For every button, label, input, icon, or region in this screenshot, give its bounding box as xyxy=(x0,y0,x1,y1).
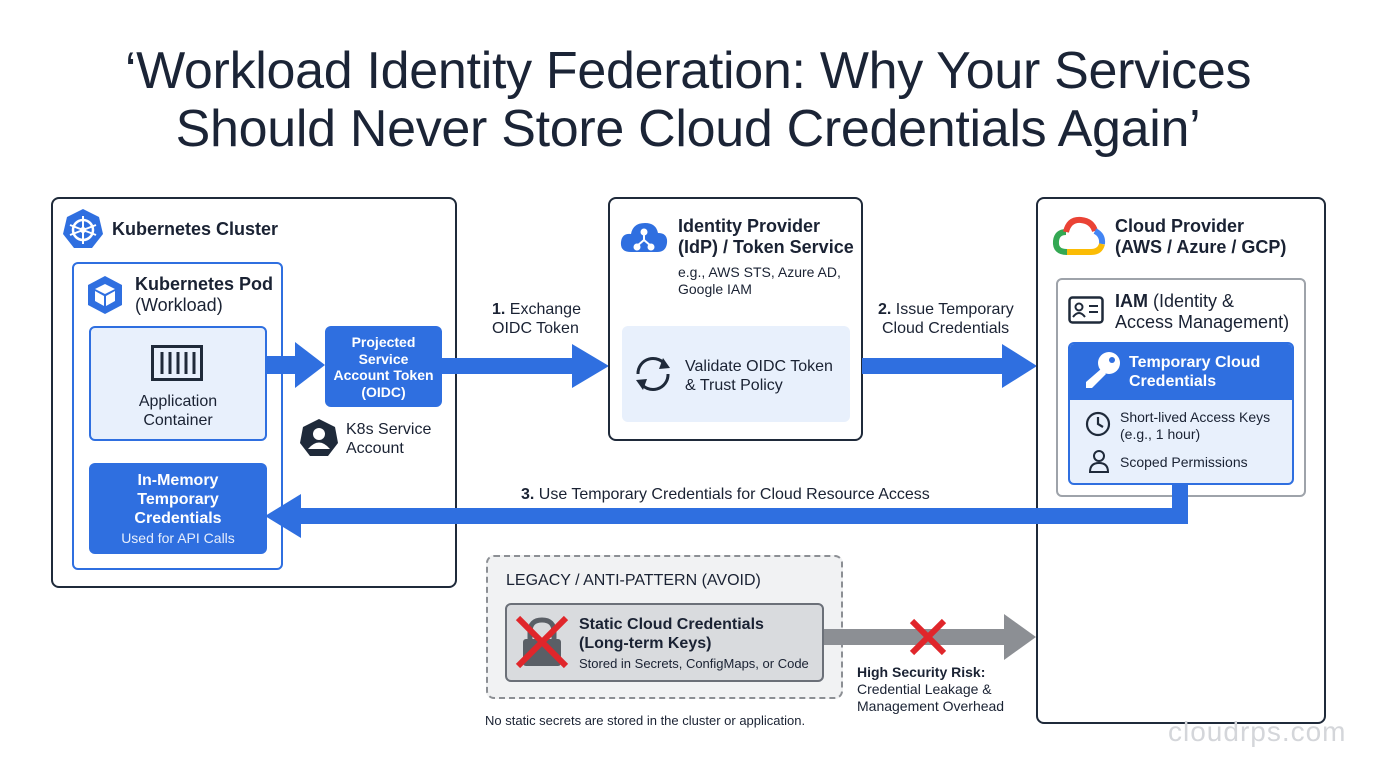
idp-examples: e.g., AWS STS, Azure AD, Google IAM xyxy=(678,264,841,298)
scoped-permissions: Scoped Permissions xyxy=(1120,454,1248,470)
title-line-1: ‘Workload Identity Federation: Why Your … xyxy=(124,42,1252,100)
temp-cred-line-2: Credentials xyxy=(1129,373,1217,390)
short-lived-keys: Short-lived Access Keys (e.g., 1 hour) xyxy=(1120,409,1270,443)
footnote: No static secrets are stored in the clus… xyxy=(485,713,806,728)
application-container-box[interactable] xyxy=(89,326,267,441)
app-label-line-2: Container xyxy=(143,412,213,429)
legacy-title: LEGACY / ANTI-PATTERN (AVOID) xyxy=(506,572,761,589)
token-line-4: (OIDC) xyxy=(361,383,406,400)
iam-label: IAM (Identity & Access Management) xyxy=(1115,291,1289,333)
user-icon xyxy=(1088,450,1110,473)
static-cred-title: Static Cloud Credentials (Long-term Keys… xyxy=(579,615,764,653)
step-1-label: 1. Exchange OIDC Token xyxy=(492,300,581,338)
validate-token-box[interactable] xyxy=(622,326,850,422)
title-line-2: Should Never Store Cloud Credentials Aga… xyxy=(175,100,1201,158)
idp-title: Identity Provider (IdP) / Token Service xyxy=(678,216,854,258)
watermark: cloudrps.com xyxy=(1168,716,1347,747)
pod-cube-icon xyxy=(88,276,122,314)
temp-cred-line-1: Temporary Cloud xyxy=(1129,354,1261,371)
application-container-label: Application Container xyxy=(89,392,267,430)
arrow-issue-credentials xyxy=(862,344,1037,388)
step-2-line-1: Issue Temporary xyxy=(895,301,1014,318)
mem-line-3: Credentials xyxy=(134,510,222,527)
sa-line-2: Account xyxy=(346,440,404,457)
static-line-1: Static Cloud Credentials xyxy=(579,616,764,633)
mem-line-2: Temporary xyxy=(137,491,219,508)
validate-label: Validate OIDC Token & Trust Policy xyxy=(685,357,833,395)
id-card-icon xyxy=(1068,296,1104,324)
step-2-line-2: Cloud Credentials xyxy=(882,320,1010,337)
cloud-title-line-2: (AWS / Azure / GCP) xyxy=(1115,237,1287,257)
step-1-line-1: Exchange xyxy=(509,301,581,318)
short-line-2: (e.g., 1 hour) xyxy=(1120,426,1201,442)
token-line-2: Service xyxy=(358,350,409,367)
clock-icon xyxy=(1085,411,1111,437)
arrow-exchange-oidc xyxy=(442,344,609,388)
validate-line-1: Validate OIDC Token xyxy=(685,358,833,375)
kubernetes-icon xyxy=(63,209,103,248)
risk-line-2: Credential Leakage & xyxy=(857,681,992,697)
static-line-2: (Long-term Keys) xyxy=(579,635,712,652)
idp-examples-line-2: Google IAM xyxy=(678,281,752,297)
google-cloud-icon xyxy=(1052,216,1106,255)
service-account-label: K8s Service Account xyxy=(346,420,431,458)
mem-line-1: In-Memory xyxy=(137,472,219,489)
projected-token-box[interactable]: Projected Service Account Token (OIDC) xyxy=(325,326,442,407)
temp-cred-title: Temporary Cloud Credentials xyxy=(1129,353,1260,391)
arrow-legacy-blocked xyxy=(824,614,1036,660)
step-3-number: 3. xyxy=(521,486,535,503)
idp-examples-line-1: e.g., AWS STS, Azure AD, xyxy=(678,264,841,280)
mem-subtext: Used for API Calls xyxy=(121,530,235,546)
risk-title: High Security Risk: xyxy=(857,664,986,680)
pod-title: Kubernetes Pod xyxy=(135,274,274,294)
static-cred-sub: Stored in Secrets, ConfigMaps, or Code xyxy=(579,656,809,671)
crossed-lock-icon xyxy=(515,615,569,669)
service-account-icon xyxy=(300,419,338,456)
refresh-icon xyxy=(636,356,670,392)
key-icon xyxy=(1086,352,1120,388)
risk-label: High Security Risk: Credential Leakage &… xyxy=(857,664,1004,715)
cloud-provider-title: Cloud Provider (AWS / Azure / GCP) xyxy=(1115,216,1286,258)
step-3-text: Use Temporary Credentials for Cloud Reso… xyxy=(538,486,930,503)
step-2-number: 2. xyxy=(878,301,892,318)
in-memory-credentials-box[interactable]: In-Memory Temporary Credentials Used for… xyxy=(89,463,267,554)
token-line-3: Account Token xyxy=(333,367,434,383)
step-3-label: 3. Use Temporary Credentials for Cloud R… xyxy=(521,485,930,504)
cluster-title: Kubernetes Cluster xyxy=(112,219,279,239)
arrow-container-to-token xyxy=(267,342,325,388)
short-line-1: Short-lived Access Keys xyxy=(1120,409,1271,425)
sa-line-1: K8s Service xyxy=(346,421,432,438)
cloud-title-line-1: Cloud Provider xyxy=(1115,216,1245,236)
idp-title-line-1: Identity Provider xyxy=(678,216,821,236)
step-2-label: 2. Issue Temporary Cloud Credentials xyxy=(878,300,1014,338)
page-title: ‘Workload Identity Federation: Why Your … xyxy=(0,42,1376,158)
pod-subtitle: (Workload) xyxy=(135,295,223,315)
iam-line-1-rest: (Identity & xyxy=(1148,291,1235,311)
token-line-1: Projected xyxy=(351,334,416,350)
app-label-line-1: Application xyxy=(138,393,218,410)
step-1-line-2: OIDC Token xyxy=(492,320,579,337)
iam-line-2: Access Management) xyxy=(1115,312,1290,332)
cloud-network-icon xyxy=(620,223,668,252)
step-1-number: 1. xyxy=(492,301,506,318)
validate-line-2: & Trust Policy xyxy=(685,377,783,394)
arrow-use-credentials xyxy=(265,484,1188,538)
iam-bold: IAM xyxy=(1115,291,1148,311)
container-icon xyxy=(151,345,203,381)
red-x-icon xyxy=(909,618,947,656)
idp-title-line-2: (IdP) / Token Service xyxy=(678,237,854,257)
risk-line-3: Management Overhead xyxy=(857,698,1005,714)
